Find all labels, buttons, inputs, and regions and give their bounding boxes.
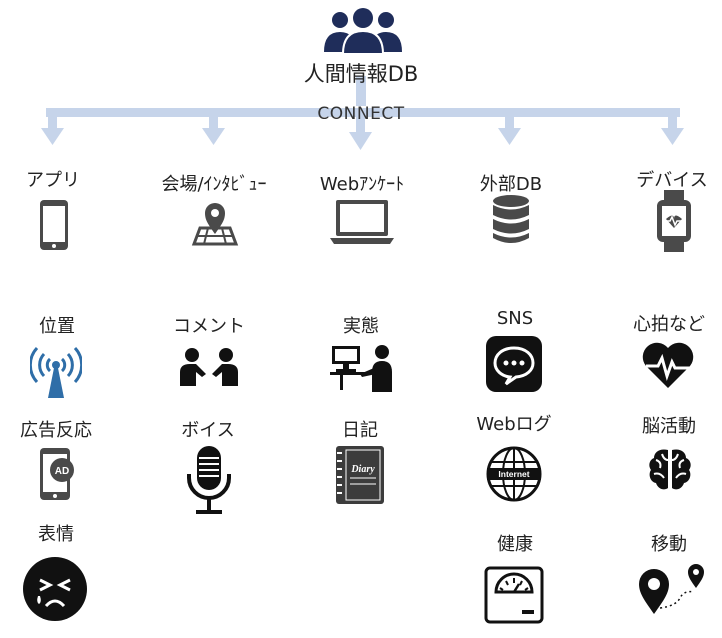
person-at-computer-icon <box>330 344 396 392</box>
item-label-sns: SNS <box>496 308 534 329</box>
wireless-signal-icon <box>30 342 82 398</box>
laptop-icon <box>328 198 396 246</box>
source-label-external-db: 外部DB <box>479 174 543 195</box>
root-label: 人間情報DB <box>303 62 419 86</box>
item-label-ad-response: 広告反応 <box>20 420 92 441</box>
item-label-weblog: Webログ <box>476 414 552 435</box>
heartbeat-icon <box>640 340 696 390</box>
people-group-icon <box>318 6 408 54</box>
item-label-health: 健康 <box>497 534 533 555</box>
source-label-venue: 会場/ｲﾝﾀﾋﾞｭｰ <box>161 174 267 195</box>
item-label-voice: ボイス <box>181 420 235 441</box>
item-label-location: 位置 <box>39 316 75 337</box>
source-label-web-survey: Webｱﾝｹｰﾄ <box>319 174 405 195</box>
connect-label: CONNECT <box>317 104 405 124</box>
map-pin-icon <box>188 198 242 246</box>
item-label-diary: 日記 <box>342 420 378 441</box>
diary-icon: Diary <box>334 444 386 506</box>
item-label-movement: 移動 <box>651 534 687 555</box>
brain-icon <box>646 446 694 492</box>
source-label-device: デバイス <box>636 170 708 191</box>
smartwatch-icon <box>655 190 693 252</box>
scale-icon <box>484 566 544 624</box>
svg-text:Internet: Internet <box>498 469 529 479</box>
microphone-icon <box>184 444 234 516</box>
svg-text:AD: AD <box>55 466 69 477</box>
route-pins-icon <box>636 560 708 616</box>
internet-globe-icon: Internet <box>486 446 542 502</box>
item-label-reality: 実態 <box>343 316 379 337</box>
svg-text:Diary: Diary <box>350 464 375 475</box>
item-label-expression: 表情 <box>38 524 74 545</box>
item-label-heartbeat: 心拍など <box>633 314 705 335</box>
crying-face-icon <box>22 556 88 622</box>
conversation-icon <box>180 346 238 388</box>
source-label-app: アプリ <box>26 170 80 191</box>
item-label-comment: コメント <box>173 316 245 337</box>
smartphone-icon <box>38 198 70 252</box>
ad-phone-icon: AD <box>38 446 78 502</box>
item-label-brain-activity: 脳活動 <box>642 416 696 437</box>
database-icon <box>491 194 531 246</box>
chat-bubble-icon <box>486 336 542 392</box>
